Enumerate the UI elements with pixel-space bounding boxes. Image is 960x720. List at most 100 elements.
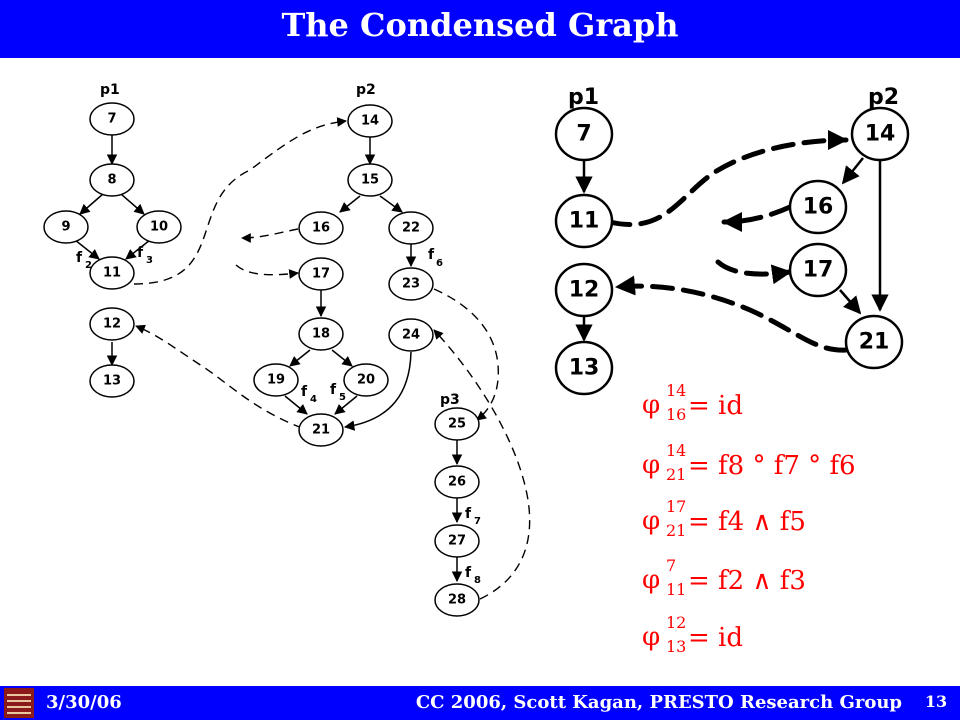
left-node-25: 25 [434, 407, 480, 441]
left-dashed-edges [133, 117, 531, 600]
edge-11-14 [133, 117, 347, 285]
left-node-7: 7 [89, 102, 135, 136]
edge-28-24 [433, 329, 531, 600]
formula-phi-12-13: φ 12 13= id [642, 613, 744, 656]
left-node-24: 24 [388, 318, 434, 352]
label-f7-sub: 7 [474, 516, 481, 527]
edge-10-11 [125, 239, 151, 260]
phi-symbol: φ [642, 622, 661, 652]
footer-date: 3/30/06 [46, 692, 122, 713]
right-node-11: 11 [554, 193, 614, 249]
formula-rhs: = f2 ∧ f3 [688, 566, 806, 596]
left-node-9: 9 [43, 210, 89, 244]
svg-text:17: 17 [803, 258, 834, 283]
left-graph: p1 p2 p3 [43, 82, 531, 617]
proc-label-p2: p2 [356, 82, 376, 98]
right-graph: p1 p2 7 11 12 13 14 16 17 21 [554, 85, 910, 396]
formula-sup: 12 [666, 613, 687, 632]
svg-text:19: 19 [267, 373, 285, 388]
formula-rhs: = id [688, 391, 744, 421]
svg-text:7: 7 [576, 122, 591, 147]
svg-text:22: 22 [402, 221, 420, 236]
edge-21-12 [135, 324, 303, 429]
left-node-15: 15 [347, 163, 393, 197]
formula-sub: 11 [666, 580, 687, 599]
edge-15-16 [339, 195, 361, 213]
edge-r-16-out [721, 204, 793, 232]
left-node-16: 16 [298, 211, 344, 245]
formula-rhs: = f8 ° f7 ° f6 [688, 451, 856, 481]
label-f8: f [465, 565, 472, 581]
formula-sub: 13 [666, 637, 687, 656]
svg-text:10: 10 [150, 220, 168, 235]
label-f3-sub: 3 [146, 255, 153, 266]
left-node-26: 26 [434, 465, 480, 499]
svg-text:9: 9 [61, 220, 70, 235]
title-bar [0, 0, 960, 58]
svg-text:20: 20 [357, 373, 375, 388]
right-node-16: 16 [788, 179, 848, 235]
footer-credit: CC 2006, Scott Kagan, PRESTO Research Gr… [415, 692, 902, 713]
left-node-19: 19 [253, 363, 299, 397]
left-node-17: 17 [298, 257, 344, 291]
svg-text:14: 14 [361, 114, 379, 129]
edge-16-out [241, 228, 299, 243]
label-f5-sub: 5 [339, 392, 346, 403]
edge-20-21 [334, 395, 358, 415]
svg-text:11: 11 [103, 266, 121, 281]
svg-text:12: 12 [103, 317, 121, 332]
edge-8-10 [120, 193, 145, 215]
svg-text:13: 13 [103, 374, 121, 389]
edge-18-19 [289, 349, 311, 367]
right-proc-label-p1: p1 [568, 85, 599, 110]
edge-r-in-17 [715, 259, 793, 285]
left-node-13: 13 [89, 364, 135, 398]
edge-r-11-14 [607, 130, 849, 227]
left-node-8: 8 [89, 163, 135, 197]
left-node-11: 11 [89, 256, 135, 290]
proc-label-p3: p3 [440, 392, 460, 408]
left-node-22: 22 [388, 211, 434, 245]
label-f2-sub: 2 [85, 260, 92, 271]
formula-rhs: = id [688, 623, 744, 653]
formula-sup: 14 [666, 381, 687, 400]
edge-in-17 [235, 264, 299, 279]
left-node-18: 18 [298, 317, 344, 351]
label-f4-sub: 4 [310, 394, 317, 405]
formula-phi-17-21: φ 17 21= f4 ∧ f5 [642, 497, 806, 540]
right-node-21: 21 [844, 314, 904, 370]
svg-text:25: 25 [448, 417, 466, 432]
left-node-21: 21 [298, 413, 344, 447]
svg-text:16: 16 [312, 221, 330, 236]
svg-text:24: 24 [402, 328, 420, 343]
phi-symbol: φ [642, 450, 661, 480]
right-node-7: 7 [554, 106, 614, 162]
svg-text:21: 21 [859, 330, 890, 355]
right-node-13: 13 [554, 340, 614, 396]
edge-9-11 [74, 239, 100, 260]
label-f4: f [301, 384, 308, 400]
left-node-12: 12 [89, 307, 135, 341]
svg-text:23: 23 [402, 277, 420, 292]
right-node-17: 17 [788, 242, 848, 298]
formula-sup: 17 [666, 497, 687, 516]
edge-18-20 [331, 349, 353, 367]
formula-rhs: = f4 ∧ f5 [688, 507, 806, 537]
phi-symbol: φ [642, 506, 661, 536]
right-node-12: 12 [554, 262, 614, 318]
slide-title: The Condensed Graph [281, 6, 679, 44]
svg-text:27: 27 [448, 534, 466, 549]
label-f7: f [465, 506, 472, 522]
label-f2: f [76, 250, 83, 266]
svg-text:21: 21 [312, 423, 330, 438]
phi-symbol: φ [642, 565, 661, 595]
left-edge-labels: f 2 f 3 f 6 f 4 f 5 f 7 f 8 [76, 245, 481, 586]
edge-r-21-12 [614, 275, 849, 353]
formula-sub: 21 [666, 521, 687, 540]
formula-sup: 14 [666, 441, 687, 460]
svg-text:18: 18 [312, 327, 330, 342]
